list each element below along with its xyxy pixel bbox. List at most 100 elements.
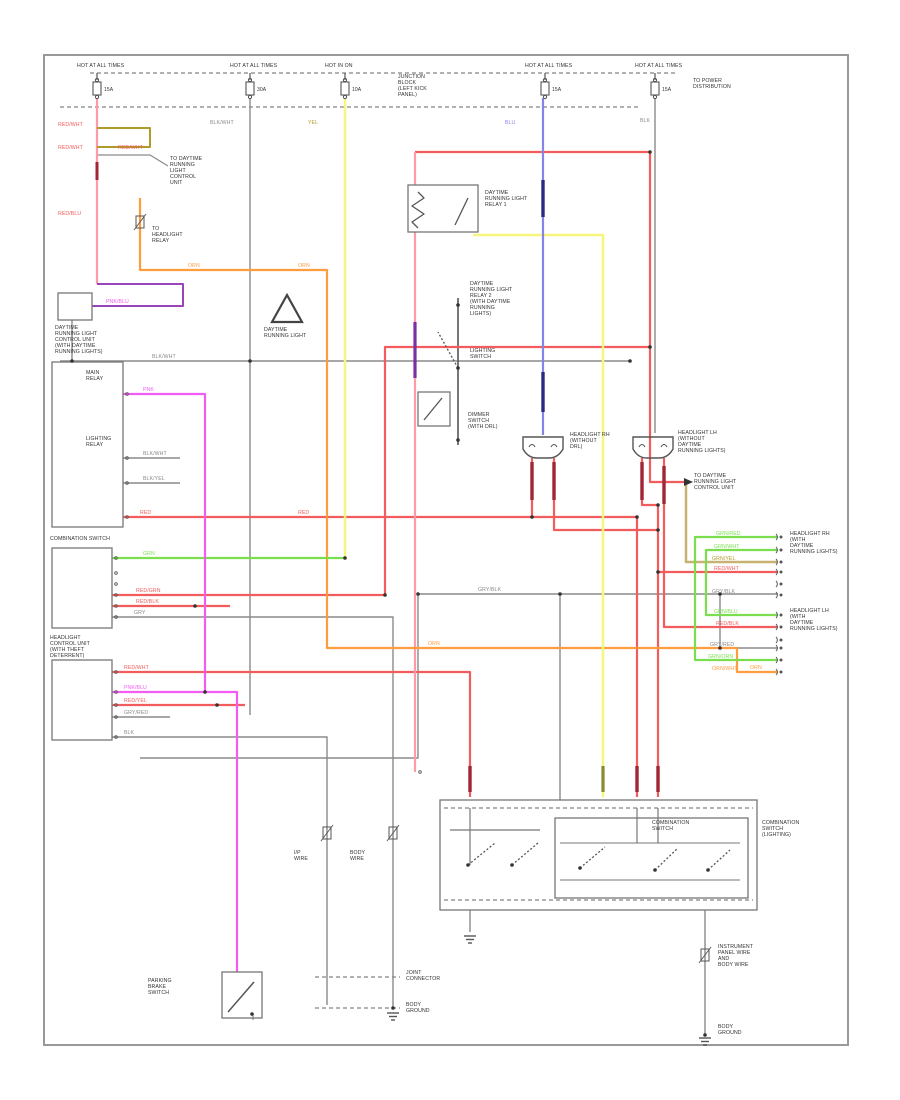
- terminal-icon: [775, 546, 778, 554]
- junction-dot: [248, 359, 252, 363]
- component-caption: INSTRUMENT: [718, 944, 754, 950]
- component-caption: CONNECTOR: [406, 976, 440, 982]
- bulb-filament: [528, 443, 558, 448]
- component-caption: (WITH: [790, 614, 806, 620]
- component-caption: DAYTIME: [485, 190, 509, 196]
- junction-dot: [656, 528, 660, 532]
- component-caption: RELAY: [86, 376, 104, 382]
- inline-connector-tick: [386, 824, 400, 842]
- component-caption: AND: [718, 956, 729, 962]
- wire-label: RED/YEL: [124, 698, 147, 704]
- component-caption: DISTRIBUTION: [693, 84, 731, 90]
- headlight-bulb-icon: [632, 436, 674, 459]
- component-caption: RELAY: [86, 442, 104, 448]
- wire-label: BLK/WHT: [210, 120, 234, 126]
- terminal-dot: [779, 548, 783, 552]
- switch-arm: [511, 842, 539, 866]
- junction-dot: [70, 359, 74, 363]
- junction-dot: [635, 515, 639, 519]
- component-caption: DAYTIME: [470, 281, 494, 287]
- wire-label: RED/BLU: [58, 211, 81, 217]
- terminal-icon: [775, 580, 778, 588]
- component-caption: LIGHT: [170, 168, 187, 174]
- wire-magenta: [123, 392, 207, 692]
- wire-label: GRN: [143, 551, 155, 557]
- terminal-dot: [779, 535, 783, 539]
- fuse-header: HOT AT ALL TIMES: [525, 63, 573, 69]
- component-caption: CONTROL: [170, 174, 196, 180]
- junction-dot: [456, 303, 460, 307]
- switch-arm: [707, 849, 731, 871]
- fuse-icon: [92, 81, 102, 96]
- terminal-icon: [775, 623, 778, 631]
- wire-label: BLU: [505, 120, 516, 126]
- inline-connector-tick: [698, 946, 712, 964]
- wire-label: RED/WHT: [124, 665, 150, 671]
- component-caption: BLOCK: [398, 80, 417, 86]
- wire-label: GRN/BLU: [714, 609, 738, 615]
- row-terminal: [114, 571, 118, 575]
- row-terminal: [125, 456, 129, 460]
- terminal-dot: [779, 570, 783, 574]
- switch-arm: [437, 331, 459, 369]
- component-caption: CONTROL UNIT: [694, 485, 735, 491]
- switch-arm: [579, 846, 606, 869]
- fuse-header: HOT AT ALL TIMES: [635, 63, 683, 69]
- fuse-amp: 15A: [104, 87, 114, 93]
- wire-label: RED: [140, 510, 151, 516]
- terminal-icon: [775, 611, 778, 619]
- fuse-amp: 10A: [352, 87, 362, 93]
- terminal-icon: [775, 644, 778, 652]
- component-caption: CONTROL UNIT: [55, 337, 96, 343]
- component-caption: UNIT: [170, 180, 183, 186]
- fuse-amp: 15A: [662, 87, 672, 93]
- wire-magenta: [112, 690, 239, 972]
- junction-dot: [558, 592, 562, 596]
- fuse-amp: 15A: [552, 87, 562, 93]
- wire-label: RED/WHT: [58, 145, 84, 151]
- component-caption: RUNNING LIGHTS): [790, 626, 838, 632]
- junction-dot: [510, 863, 514, 867]
- fuse-terminal: [247, 94, 253, 100]
- wire-label: BLK: [640, 118, 651, 124]
- junction-dot: [466, 863, 470, 867]
- junction-dot: [703, 1033, 707, 1037]
- component-caption: DETERRENT): [50, 653, 85, 659]
- row-terminal: [114, 690, 118, 694]
- switch-arm: [654, 847, 679, 871]
- fuse-header: HOT AT ALL TIMES: [230, 63, 278, 69]
- wire-gray: [112, 736, 328, 1005]
- row-terminal: [114, 556, 118, 560]
- terminal-dot: [779, 638, 783, 642]
- component-box: [57, 292, 93, 321]
- component-box: [554, 817, 749, 899]
- component-caption: (WITH: [790, 537, 806, 543]
- wire-label: RED/WHT: [58, 122, 84, 128]
- component-caption: (WITH DAYTIME: [470, 299, 511, 305]
- row-terminal: [114, 593, 118, 597]
- wire-olive: [97, 127, 151, 148]
- component-caption: HEADLIGHT RH: [790, 531, 830, 537]
- component-caption: HEADLIGHT LH: [678, 430, 717, 436]
- component-caption: (WITH DRL): [468, 424, 498, 430]
- row-terminal: [114, 604, 118, 608]
- terminal-dot: [779, 670, 783, 674]
- wire-label: ORN: [188, 263, 200, 269]
- component-caption: RELAY 2: [470, 293, 492, 299]
- wire-label: BLK: [124, 730, 135, 736]
- wire-label: ORN: [428, 641, 440, 647]
- row-terminal: [114, 735, 118, 739]
- junction-dot: [628, 359, 632, 363]
- component-caption: SWITCH: [762, 826, 783, 832]
- component-caption: GROUND: [718, 1030, 742, 1036]
- junction-dot: [653, 868, 657, 872]
- inline-connector-icon: [388, 826, 398, 840]
- component-caption: RUNNING LIGHTS): [55, 349, 103, 355]
- wire-red: [112, 670, 472, 797]
- row-terminal: [418, 770, 422, 774]
- component-caption: I/P: [294, 850, 301, 856]
- component-caption: HEADLIGHT: [50, 635, 81, 641]
- wire-label: BLK/YEL: [143, 476, 165, 482]
- wire-label: GRN/ORN: [708, 654, 733, 660]
